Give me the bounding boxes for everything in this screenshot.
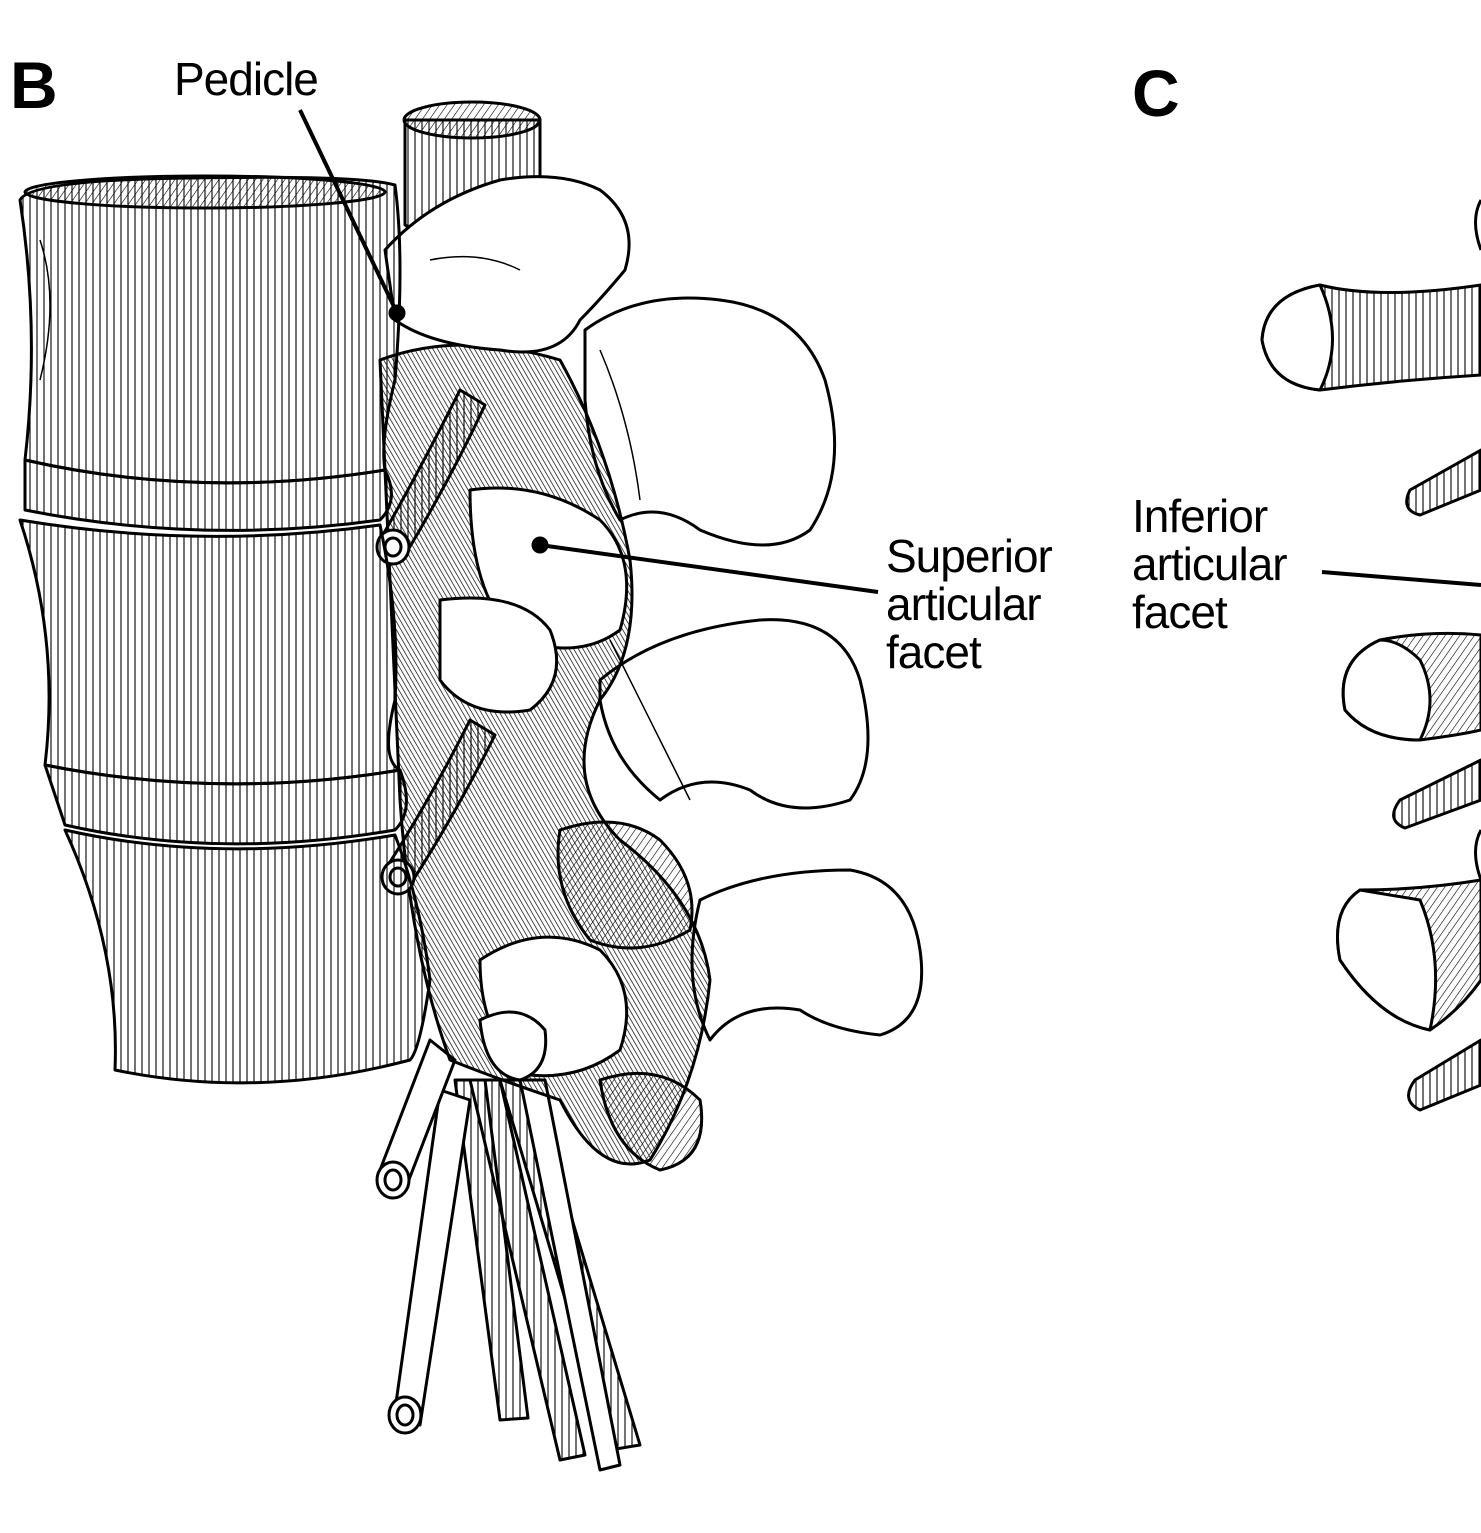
pedicle-region [383,175,631,354]
inferior-facet-line-3: facet [1132,586,1228,638]
pedicle-leader-line [298,109,399,314]
superior-facet-line-3: facet [886,626,982,678]
superior-facet-line-1: Superior [886,530,1053,582]
intervertebral-disc-upper [23,458,393,532]
superior-facet-leader-line [539,543,879,594]
transverse-processes [583,296,924,1042]
rib-stub-3 [1407,1038,1481,1112]
panel-c-drawing [1260,199,1481,1112]
superior-facet-line-2: articular [886,578,1042,630]
panel-c-letter: C [1132,56,1180,130]
intervertebral-disc-lower [43,763,408,846]
lamina-facet-column [378,343,712,1172]
rib-stub-1 [1405,448,1481,517]
inferior-articular-facet-label: Inferior articular facet [1132,490,1288,638]
pedicle-leader-dot [388,304,406,322]
superior-facet-leader-dot [531,536,549,554]
vertebral-body-lower [63,828,432,1085]
process-c-lower-curve [1474,829,1481,881]
process-c-upper-curve [1474,199,1481,251]
vertebral-body-middle [18,518,402,786]
inferior-facet-line-1: Inferior [1132,490,1268,542]
panel-b-drawing [18,100,924,1472]
inferior-facet-line-2: articular [1132,538,1288,590]
vertebral-body-upper [18,174,402,485]
panel-b-letter: B [10,48,58,122]
pedicle-label: Pedicle [174,53,319,105]
nerve-roots [375,1038,642,1472]
superior-articular-facet-label: Superior articular facet [886,530,1053,678]
inferior-facet-leader-line [1321,570,1481,587]
rib-stub-2 [1392,758,1481,830]
